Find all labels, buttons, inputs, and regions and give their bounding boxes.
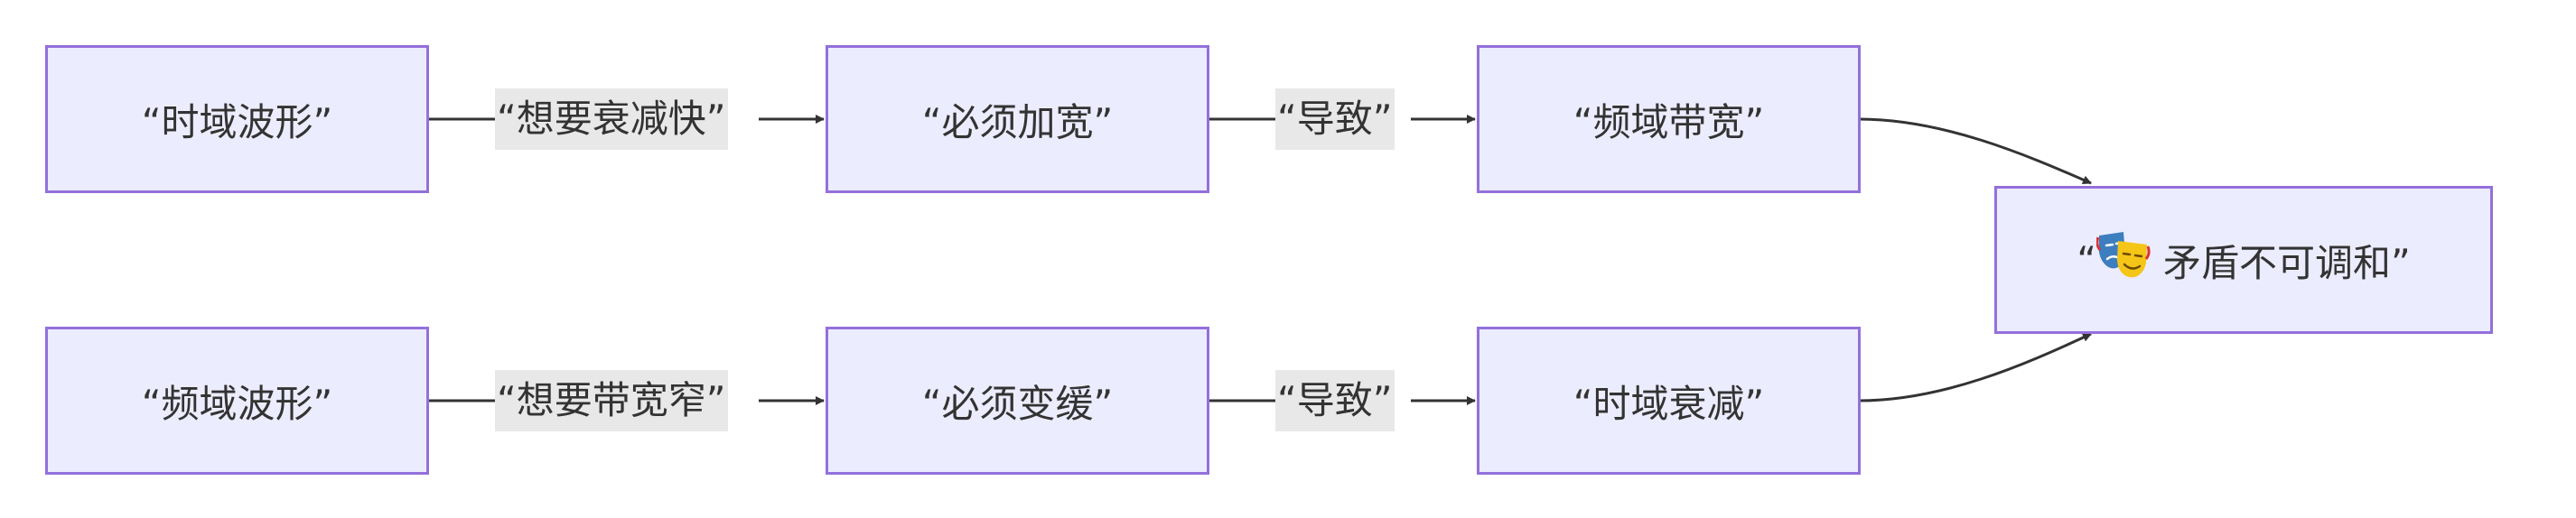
- node-time-decay[interactable]: “时域衰减”: [1477, 327, 1861, 475]
- edge-label-want-narrow-band: “想要带宽窄”: [495, 370, 728, 431]
- node-freq-waveform[interactable]: “频域波形”: [45, 327, 429, 475]
- node-must-widen[interactable]: “必须加宽”: [826, 45, 1209, 193]
- node-freq-bandwidth[interactable]: “频域带宽”: [1477, 45, 1861, 193]
- edge-freq-bandwidth-to-conflict: [1858, 117, 2092, 185]
- edge-label-leads-to-top: “导致”: [1275, 88, 1395, 150]
- performing-arts-mask-icon: [2095, 230, 2151, 290]
- node-conflict[interactable]: “ 矛盾不可调和”: [1994, 186, 2493, 334]
- edge-label-want-fast-decay: “想要衰减快”: [495, 88, 728, 150]
- conflict-open-quote: “: [2077, 237, 2096, 282]
- node-must-slow[interactable]: “必须变缓”: [826, 327, 1209, 475]
- edge-time-decay-to-conflict: [1858, 332, 2092, 402]
- conflict-label: 矛盾不可调和”: [2163, 240, 2411, 285]
- edge-label-leads-to-bottom: “导致”: [1275, 370, 1395, 431]
- node-time-waveform[interactable]: “时域波形”: [45, 45, 429, 193]
